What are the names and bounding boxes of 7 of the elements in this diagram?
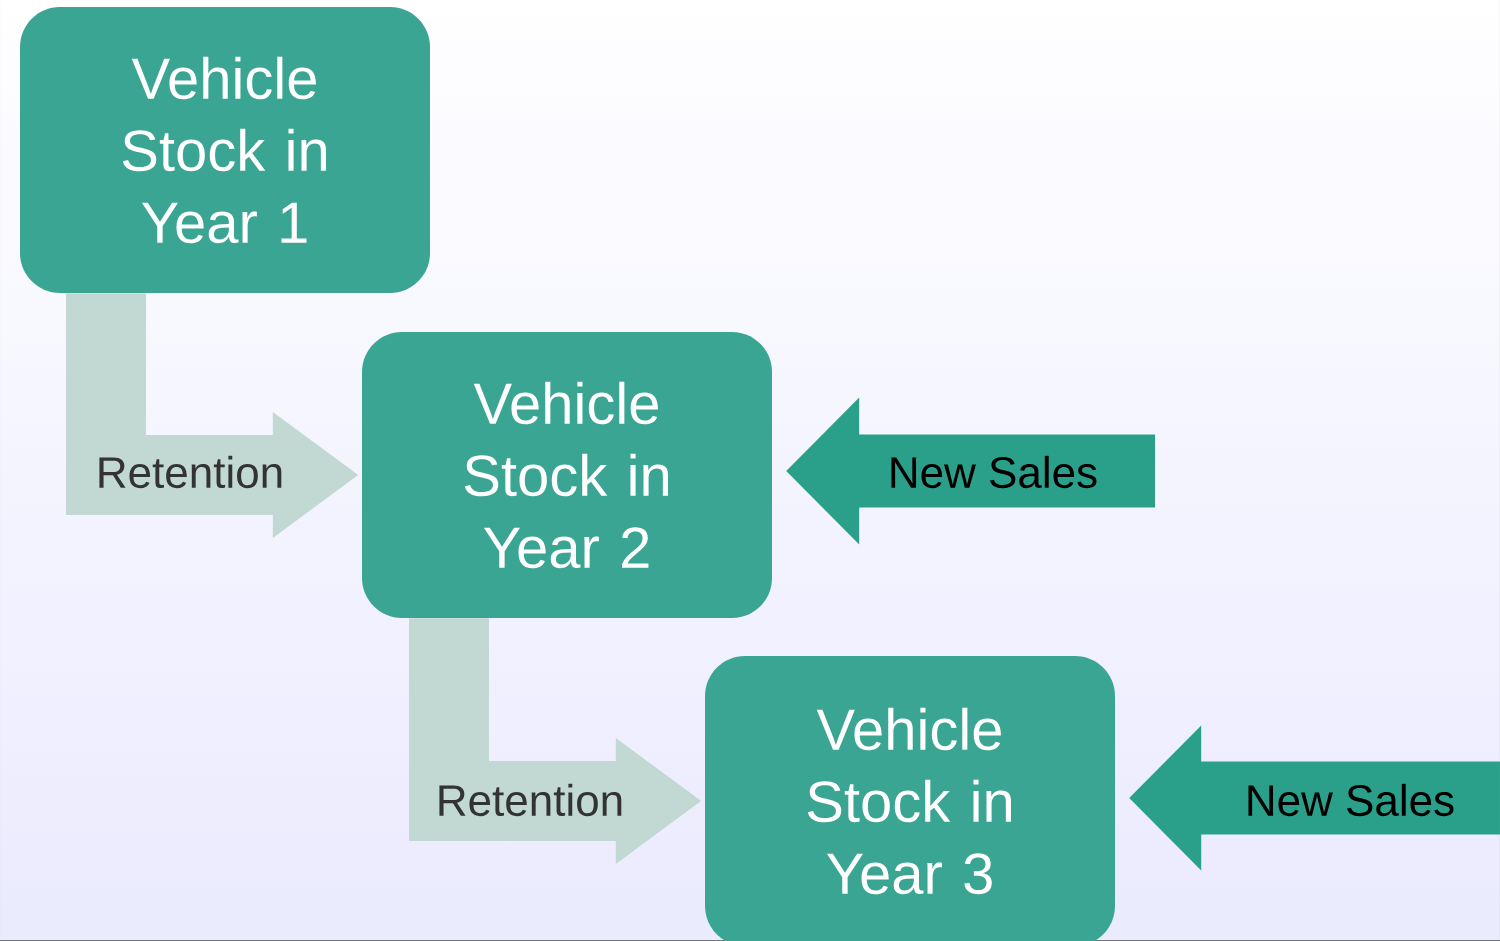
arrow-label: New Sales: [886, 454, 1100, 490]
process-box: Vehicle Stock in Year 3: [705, 656, 1115, 941]
arrow-label: New Sales: [1243, 782, 1457, 818]
arrow-label: Retention: [94, 454, 286, 490]
arrow-label: Retention: [434, 782, 626, 818]
process-box: Vehicle Stock in Year 1: [20, 7, 430, 293]
process-box: Vehicle Stock in Year 2: [362, 332, 772, 618]
